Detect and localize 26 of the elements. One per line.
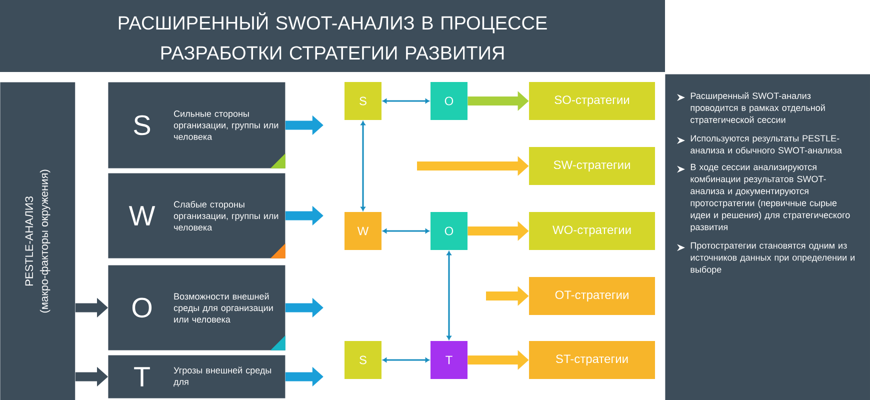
swot-card: T Угрозы внешней среды для bbox=[108, 355, 286, 398]
letter-tile: O bbox=[430, 82, 468, 120]
swot-card: W Слабые стороны организации, группы или человека bbox=[108, 173, 286, 258]
title-banner: РАСШИРЕННЫЙ SWOT-АНАЛИЗ В ПРОЦЕССЕ РАЗРАБОТКИ СТРАТЕГИИ РАЗВИТИЯ bbox=[0, 0, 665, 72]
side-panel: PESTLE-АНАЛИЗ (макро-факторы окружения) bbox=[0, 82, 76, 400]
arrow bbox=[382, 98, 430, 104]
swot-card: S Сильные стороны организации, группы или человека bbox=[108, 82, 286, 168]
strategy-box: SO-стратегии bbox=[529, 82, 655, 120]
bullet-text: Используются результаты PESTLE-анализа и обычного SWOT-анализа bbox=[690, 135, 842, 154]
letter-tile: S bbox=[344, 341, 382, 379]
arrow bbox=[382, 228, 430, 234]
bullet-text: Расширенный SWOT-анализ проводится в рамках отдельной стратегической сессии bbox=[690, 92, 825, 125]
swot-card: O Возможности внешней среды для организации или человека bbox=[108, 265, 286, 350]
letter-tile: T bbox=[430, 341, 468, 379]
strategy-box: SW-стратегии bbox=[529, 147, 655, 185]
bullet-text: Протостратегии становятся одним из источников данных при определении и выборе bbox=[690, 242, 854, 274]
strategy-box: WO-стратегии bbox=[529, 212, 655, 250]
arrow bbox=[446, 251, 452, 340]
letter-tile: O bbox=[430, 212, 468, 250]
letter-tile: W bbox=[344, 212, 382, 250]
strategy-box: OT-стратегии bbox=[529, 277, 655, 315]
strategy-box: ST-стратегии bbox=[529, 341, 655, 379]
arrow bbox=[382, 358, 430, 362]
letter-tile: S bbox=[344, 82, 382, 120]
bullet-text: В ходе сессии анализируются комбинации результатов SWOT-анализа и документируются протостратегии (первичные сырые идеи и решения) для стратегического развития bbox=[690, 164, 850, 232]
arrow bbox=[360, 121, 366, 211]
